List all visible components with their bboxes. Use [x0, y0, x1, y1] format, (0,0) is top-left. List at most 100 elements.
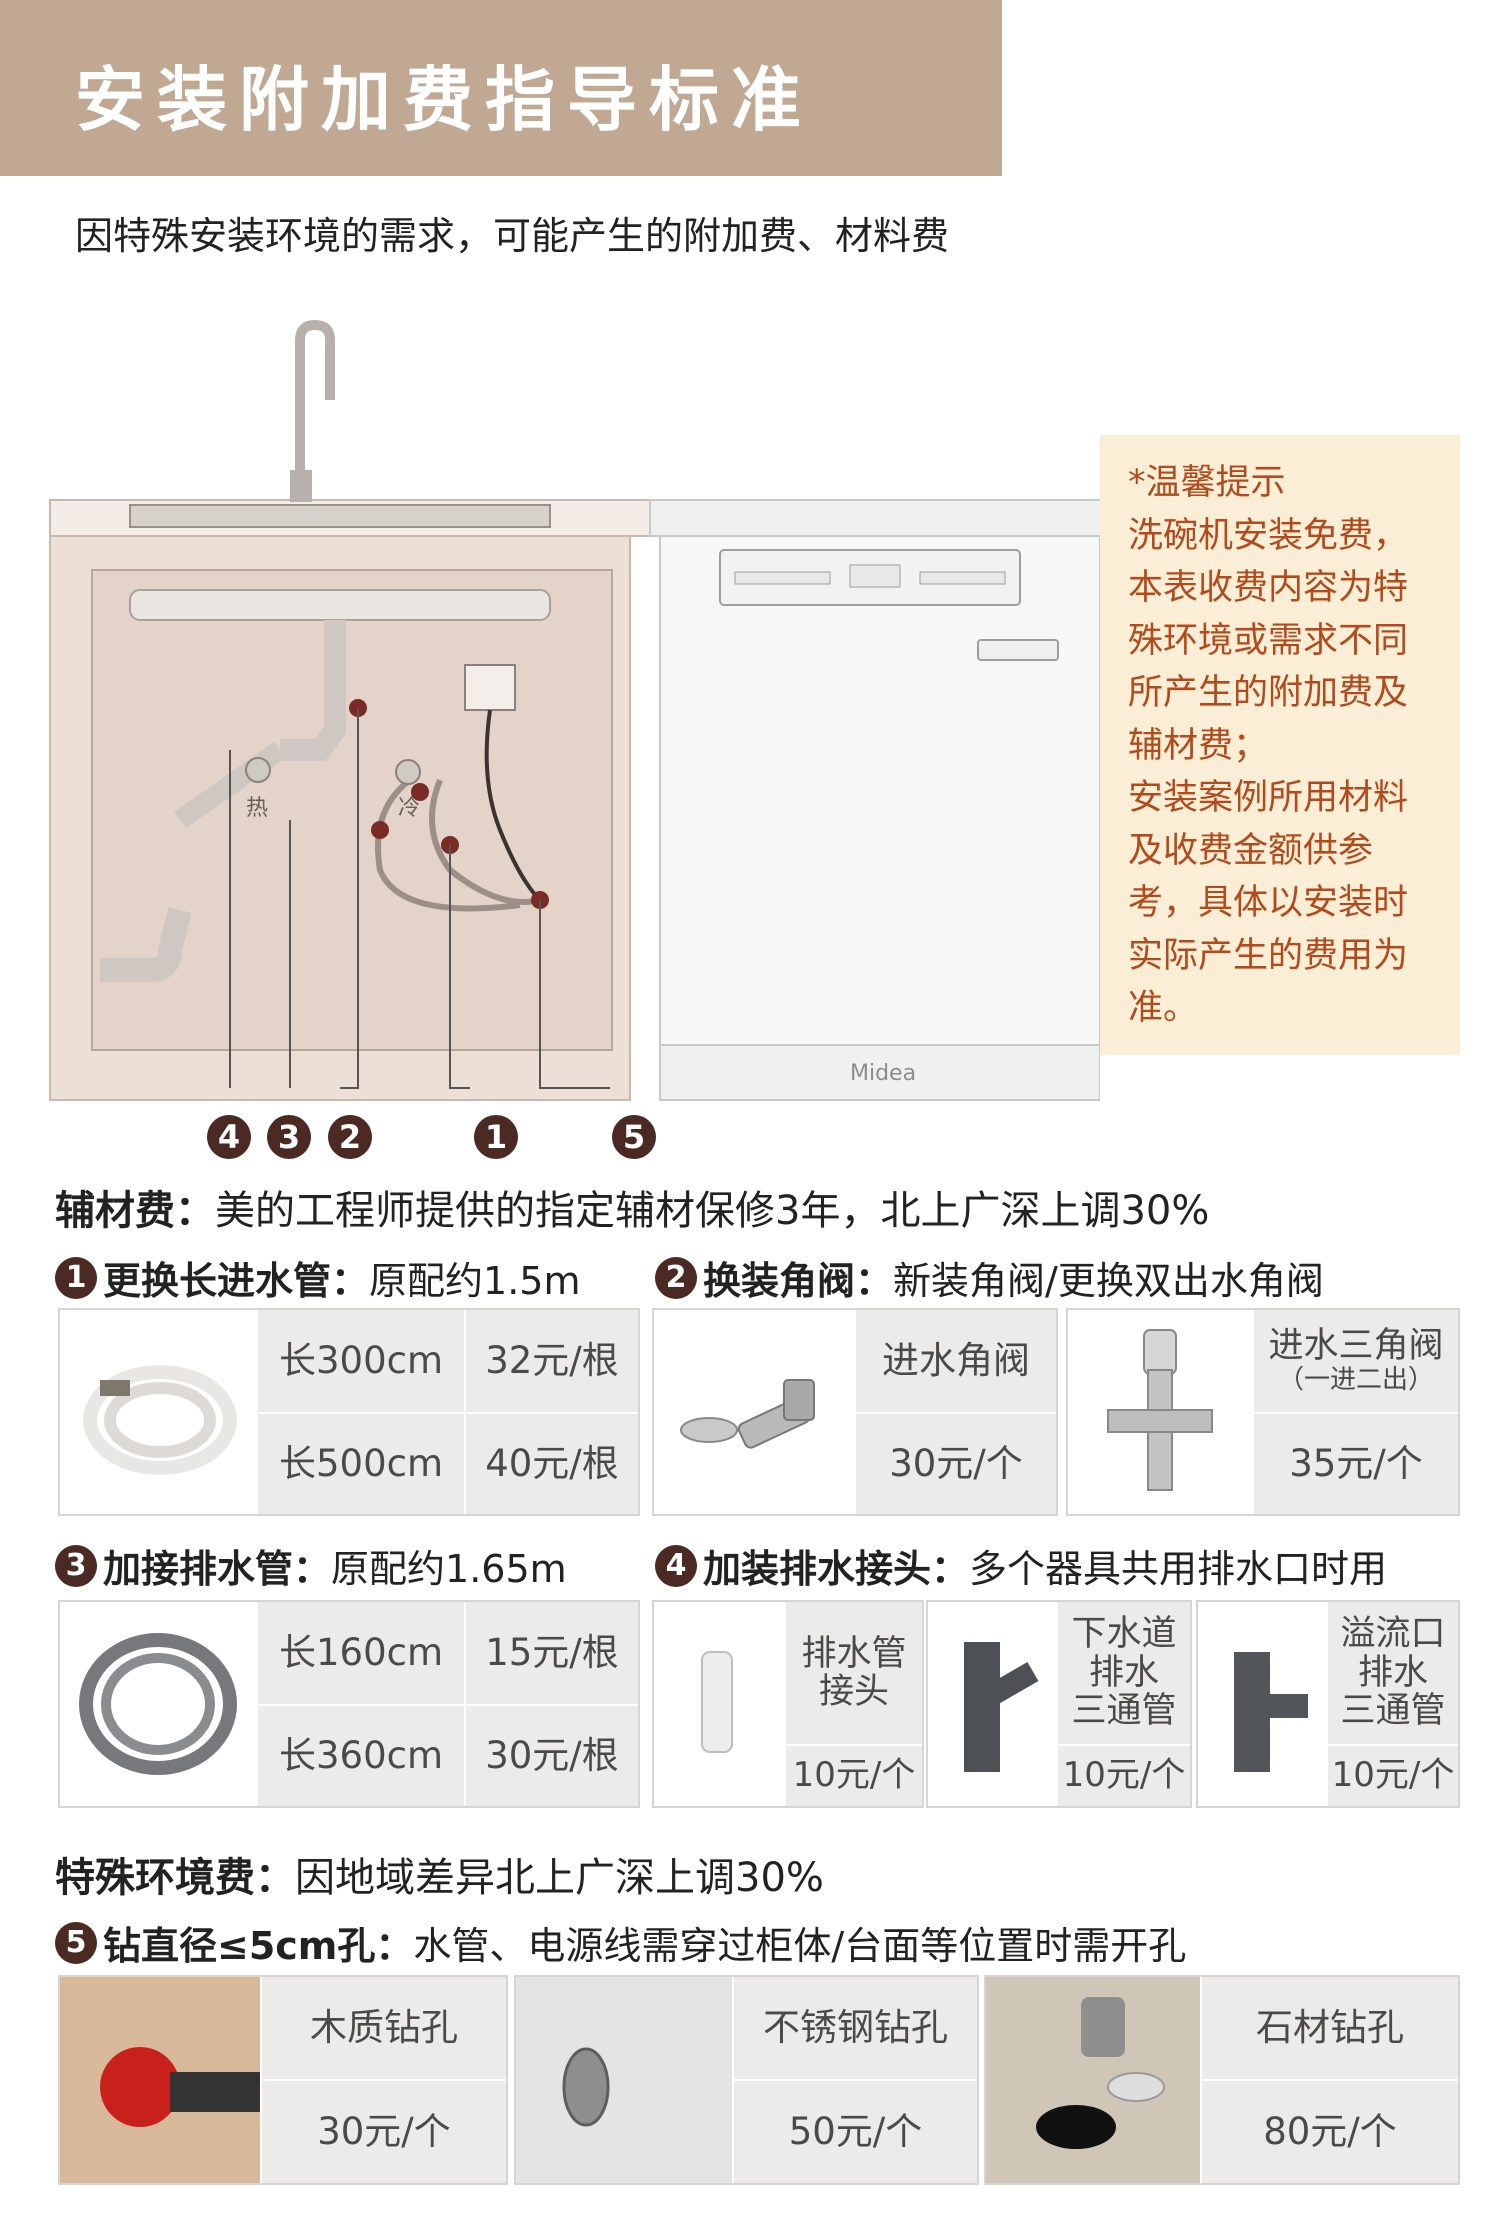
- item1-number: 1: [55, 1256, 97, 1299]
- steel-hole-icon: [562, 2047, 610, 2127]
- inlet-hose-icon: [83, 1365, 237, 1475]
- special-label: 特殊环境费：: [55, 1855, 295, 1901]
- drain-hose-image: [60, 1602, 256, 1806]
- item4-number: 4: [655, 1544, 697, 1587]
- item5-note: 水管、电源线需穿过柜体/台面等位置时需开孔: [413, 1924, 1187, 1968]
- item2-b-price: 35元/个: [1289, 1441, 1423, 1485]
- tip-line: 实际产生的费用为: [1128, 935, 1409, 976]
- item4-part-1-name: 下水道 排水 三通管: [1058, 1602, 1190, 1744]
- item4-part-1: 下水道 排水 三通管 10元/个: [926, 1600, 1192, 1808]
- item4-part-1-l2: 排水: [1088, 1652, 1159, 1693]
- item2-name: 换装角阀：: [703, 1259, 894, 1303]
- callout-3: 3: [267, 1115, 311, 1159]
- materials-heading: 辅材费：美的工程师提供的指定辅材保修3年，北上广深上调30%: [55, 1178, 1209, 1236]
- stone-drill-image: [986, 1977, 1200, 2183]
- triple-valve-icon: [1107, 1329, 1213, 1491]
- intro-text: 因特殊安装环境的需求，可能产生的附加费、材料费: [75, 214, 950, 258]
- item4-part-2-l2: 排水: [1357, 1652, 1428, 1693]
- item1-len-1: 长500cm: [278, 1441, 443, 1485]
- item2-number: 2: [655, 1256, 697, 1299]
- item5-name: 钻直径≤5cm孔：: [103, 1924, 414, 1968]
- item3-price-0: 15元/根: [485, 1630, 619, 1674]
- dishwasher-brand: Midea: [850, 1061, 916, 1086]
- item4-part-0-name: 排水管 接头: [786, 1602, 922, 1744]
- item2-table-a: 进水角阀 30元/个: [652, 1308, 1058, 1516]
- materials-label: 辅材费：: [55, 1188, 215, 1234]
- steel-drill-image: [516, 1977, 732, 2183]
- item4-part-0: 排水管 接头 10元/个: [652, 1600, 924, 1808]
- item4-note: 多个器具共用排水口时用: [969, 1547, 1388, 1591]
- item4-part-0-price: 10元/个: [792, 1755, 916, 1796]
- cold-label: 冷: [398, 796, 420, 821]
- tip-line: 本表收费内容为特: [1128, 568, 1409, 608]
- tip-line: 殊环境或需求不同: [1128, 620, 1409, 661]
- item4-part-2-name: 溢流口 排水 三通管: [1328, 1602, 1458, 1744]
- triple-valve-image: [1068, 1310, 1252, 1514]
- item5-hole-0-name: 木质钻孔: [310, 2005, 458, 2049]
- overflow-tee-image: [1198, 1602, 1326, 1806]
- item5-hole-1-name: 不锈钢钻孔: [763, 2005, 948, 2049]
- item4-part-1-l3: 三通管: [1071, 1691, 1177, 1732]
- sewer-tee-image: [928, 1602, 1056, 1806]
- item2-b-name-cell: 进水三角阀 （一进二出）: [1254, 1310, 1458, 1412]
- pipe-connector-image: [654, 1602, 784, 1806]
- item3-name: 加接排水管：: [103, 1547, 332, 1591]
- materials-desc: 美的工程师提供的指定辅材保修3年，北上广深上调30%: [215, 1188, 1210, 1234]
- item3-table: 长160cm 15元/根 长360cm 30元/根: [58, 1600, 640, 1808]
- item4-part-0-l2: 接头: [818, 1672, 889, 1712]
- special-desc: 因地域差异北上广深上调30%: [295, 1855, 824, 1901]
- special-heading: 特殊环境费：因地域差异北上广深上调30%: [55, 1845, 824, 1903]
- item1-len-0: 长300cm: [278, 1338, 443, 1382]
- item3-price-1: 30元/根: [485, 1733, 619, 1777]
- page-title: 安装附加费指导标准: [75, 59, 813, 141]
- item1-price-1: 40元/根: [485, 1441, 619, 1485]
- overflow-tee-icon: [1234, 1652, 1308, 1772]
- item4-part-2-l3: 三通管: [1340, 1691, 1446, 1732]
- tip-line: 安装案例所用材料: [1128, 778, 1409, 818]
- tip-line: 准。: [1128, 988, 1199, 1028]
- item2-b-name: 进水三角阀: [1268, 1326, 1444, 1367]
- tip-line: 及收费金额供参: [1128, 830, 1374, 871]
- item4-name: 加装排水接头：: [703, 1547, 970, 1591]
- item4-part-1-l1: 下水道: [1071, 1614, 1177, 1655]
- item2-a-price: 30元/个: [889, 1441, 1023, 1485]
- pipe-connector-icon: [701, 1651, 733, 1753]
- item1-table: 长300cm 32元/根 长500cm 40元/根: [58, 1308, 640, 1516]
- wood-drill-image: [60, 1977, 260, 2183]
- tip-line: 辅材费；: [1128, 725, 1269, 766]
- item4-part-2-l1: 溢流口: [1340, 1614, 1446, 1655]
- drain-hose-icon: [79, 1633, 237, 1775]
- item3-len-1: 长360cm: [278, 1733, 443, 1777]
- hot-label: 热: [246, 796, 268, 821]
- angle-valve-image: [654, 1310, 854, 1514]
- item4-part-1-price: 10元/个: [1062, 1755, 1186, 1796]
- sewer-tee-icon: [964, 1642, 1039, 1772]
- tip-line: 洗碗机安装免费，: [1128, 515, 1409, 556]
- item2-note: 新装角阀/更换双出水角阀: [893, 1259, 1324, 1303]
- item5-hole-0-price: 30元/个: [317, 2109, 451, 2153]
- callout-1: 1: [474, 1115, 518, 1159]
- item3-note: 原配约1.65m: [331, 1547, 567, 1591]
- item5-hole-2-name: 石材钻孔: [1256, 2005, 1404, 2049]
- item2-a-name: 进水角阀: [882, 1338, 1030, 1382]
- item1-name: 更换长进水管：: [103, 1259, 370, 1303]
- item5-hole-0: 木质钻孔 30元/个: [58, 1975, 508, 2185]
- wood-drill-icon: [100, 2047, 260, 2127]
- header-band: 安装附加费指导标准: [0, 0, 1002, 176]
- callout-4: 4: [207, 1115, 251, 1159]
- tip-line: *温馨提示: [1128, 463, 1286, 503]
- tip-line: 所产生的附加费及: [1128, 673, 1409, 713]
- item2-b-sub: （一进二出）: [1277, 1364, 1434, 1395]
- item3-number: 3: [55, 1544, 97, 1587]
- item5-hole-2: 石材钻孔 80元/个: [984, 1975, 1460, 2185]
- stone-drill-icon: [1036, 1997, 1165, 2149]
- item1-note: 原配约1.5m: [369, 1259, 581, 1303]
- tip-line: 考，具体以安装时: [1128, 883, 1409, 923]
- item4-part-2-price: 10元/个: [1331, 1755, 1455, 1796]
- angle-valve-icon: [680, 1379, 815, 1449]
